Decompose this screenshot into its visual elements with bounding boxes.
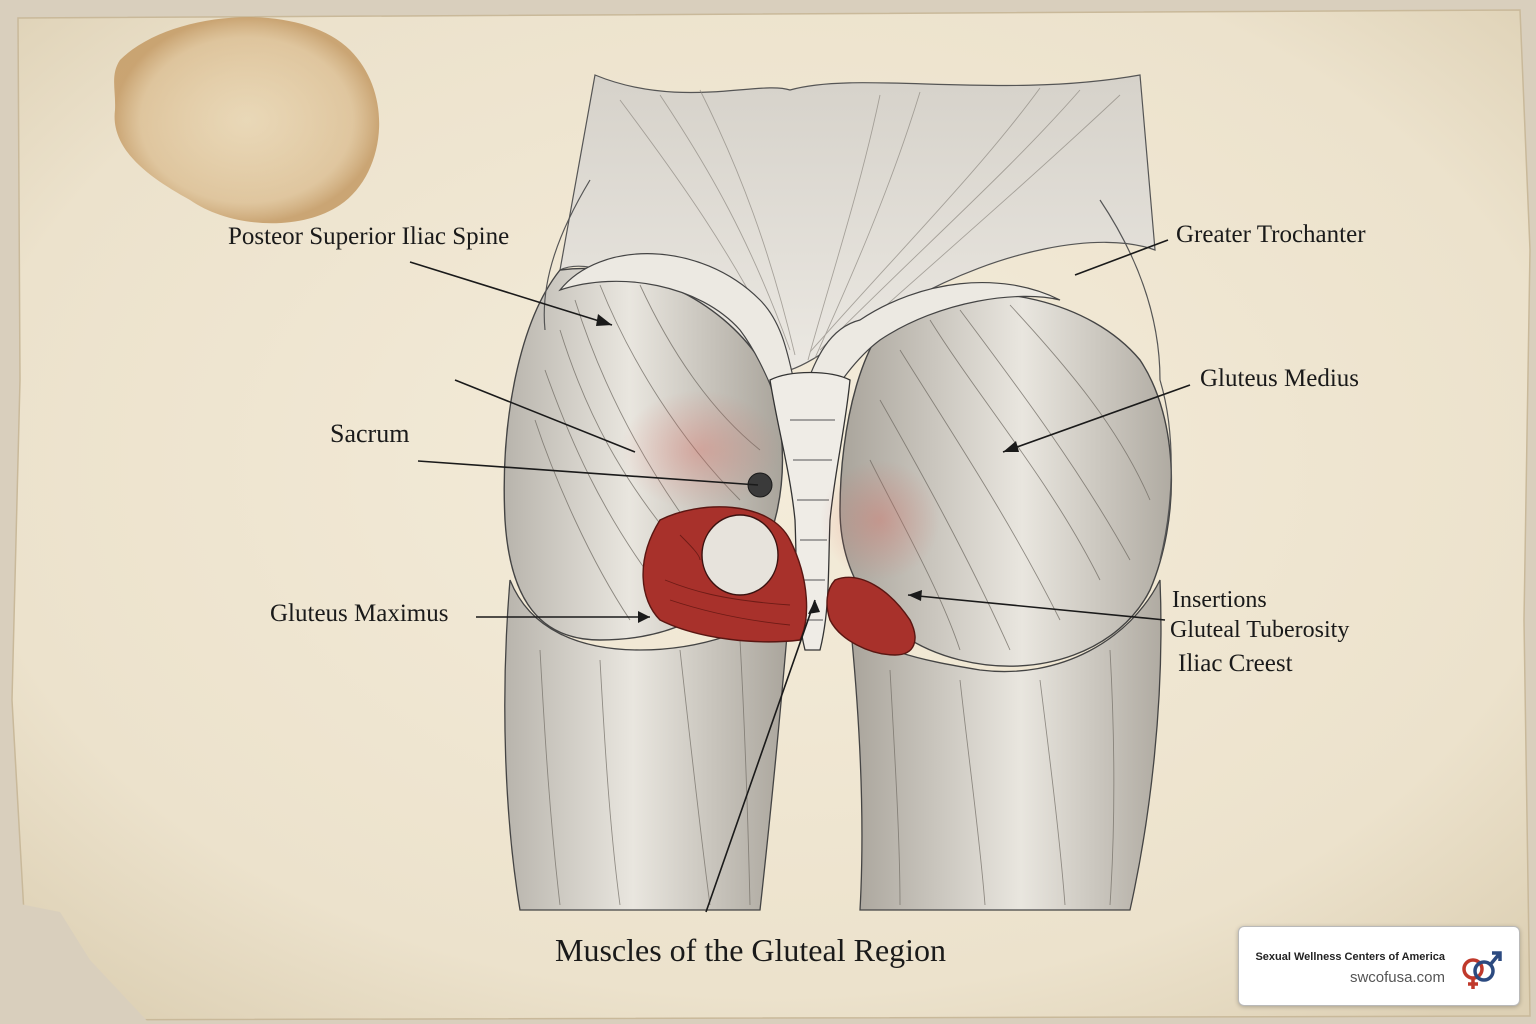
label-posterior-superior-iliac-spine: Posteor Superior Iliac Spine xyxy=(228,223,510,250)
leader-gluteus-medius xyxy=(1002,384,1191,453)
diagram-title: Muscles of the Gluteal Region xyxy=(555,932,947,968)
label-iliac-crest: Iliac Creest xyxy=(1178,650,1293,677)
brand-url[interactable]: swcofusa.com xyxy=(1349,969,1445,986)
leader-insertions xyxy=(907,594,1166,621)
brand-badge[interactable]: Sexual Wellness Centers of America swcof… xyxy=(1238,926,1520,1006)
label-gluteal-tuberosity: Gluteal Tuberosity xyxy=(1170,617,1350,643)
gender-symbols-icon xyxy=(1462,951,1502,989)
iliac-crest-band xyxy=(558,253,1061,441)
paper-tear xyxy=(0,900,150,1024)
red-muscle-left-fibers xyxy=(664,534,791,626)
label-sacrum: Sacrum xyxy=(330,419,410,448)
red-muscle-right xyxy=(826,576,916,656)
arrow-insertions xyxy=(908,590,922,601)
leader-greater-trochanter xyxy=(1074,239,1169,276)
leader-lines xyxy=(409,239,1191,913)
arrow-gluteus-medius xyxy=(1003,441,1019,452)
back-fibers xyxy=(619,87,1121,361)
leader-title xyxy=(705,599,816,913)
arrow-title xyxy=(808,600,820,614)
arrow-psis xyxy=(596,314,612,326)
coffee-stain xyxy=(114,17,380,224)
label-gluteus-medius: Gluteus Medius xyxy=(1200,365,1360,392)
brand-name: Sexual Wellness Centers of America xyxy=(1255,951,1445,963)
red-glow-right xyxy=(820,460,940,580)
right-thigh xyxy=(849,577,1162,911)
thigh-fibers xyxy=(539,639,1115,906)
leader-sacrum xyxy=(417,460,759,486)
obturator-foramen xyxy=(701,514,779,596)
label-greater-trochanter: Greater Trochanter xyxy=(1176,221,1366,248)
sacrum-ridges xyxy=(790,419,835,621)
label-insertions: Insertions xyxy=(1172,587,1267,613)
leader-sacrum-upper xyxy=(454,379,636,453)
red-glow-left xyxy=(620,390,780,510)
arrow-gluteus-maximus xyxy=(638,611,650,623)
right-hip-contour xyxy=(1099,199,1172,561)
label-gluteus-maximus: Gluteus Maximus xyxy=(270,600,449,627)
leader-psis xyxy=(409,261,613,326)
left-hip-contour xyxy=(543,179,591,331)
arrow-heads xyxy=(596,314,1019,623)
